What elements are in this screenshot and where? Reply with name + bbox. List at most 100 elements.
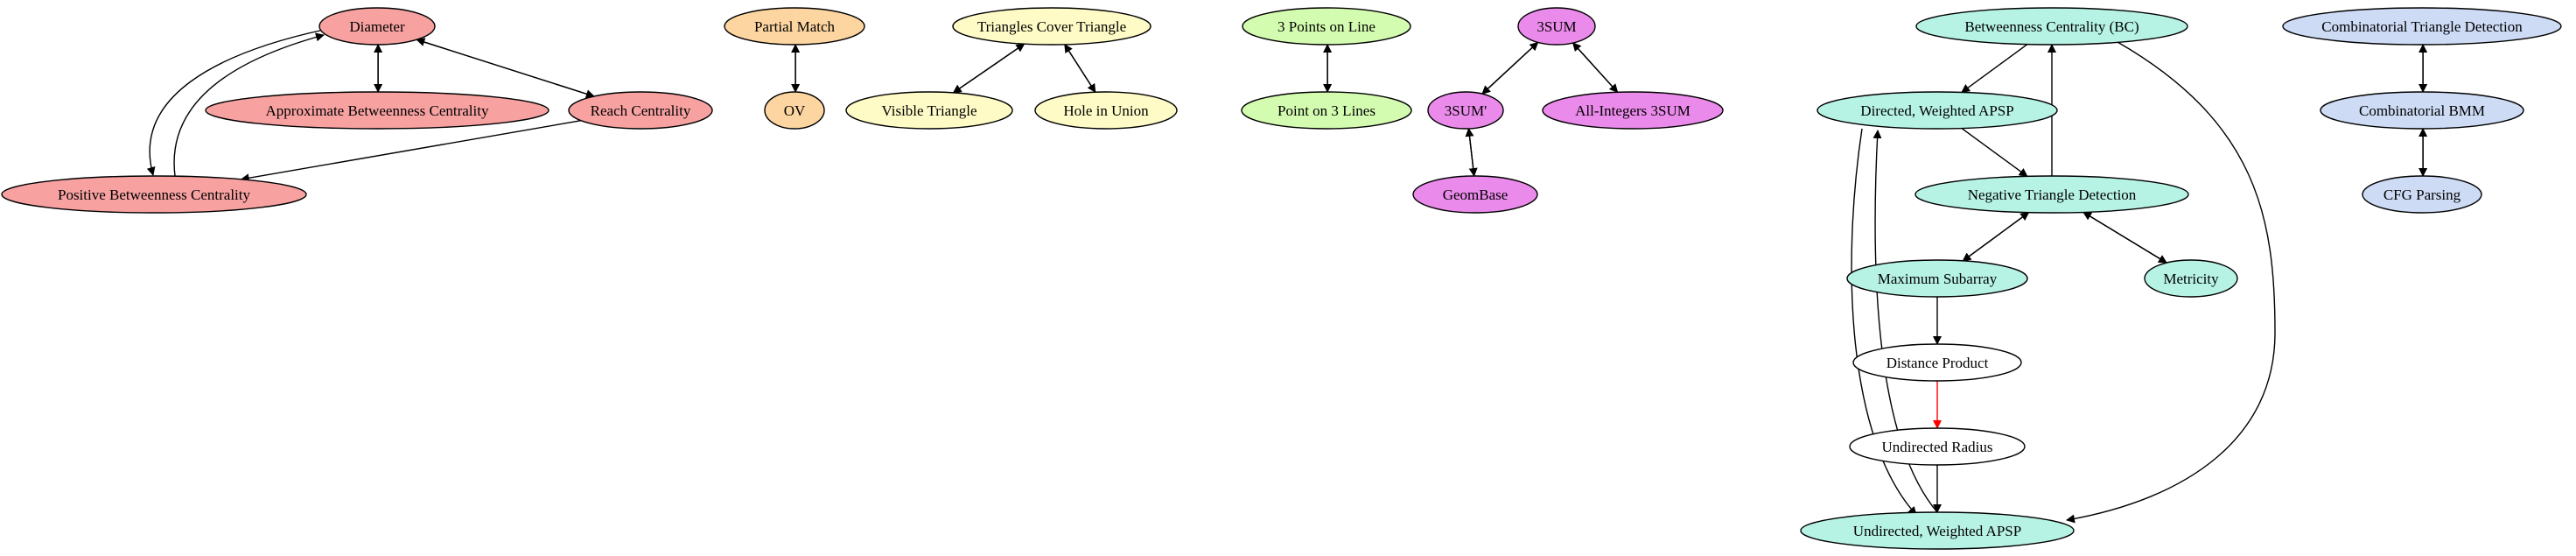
- node-shape: [2282, 7, 2562, 46]
- node-shape: [1, 175, 307, 214]
- node-pts-line: 3 Points on Line: [1242, 7, 1411, 46]
- node-shape: [1849, 427, 2026, 466]
- node-ov: OV: [764, 91, 825, 130]
- node-label: GeomBase: [1443, 187, 1508, 203]
- node-shape: [1242, 7, 1411, 46]
- node-pt-lines: Point on 3 Lines: [1241, 91, 1412, 130]
- node-cfg: CFG Parsing: [2362, 175, 2482, 214]
- node-label: All-Integers 3SUM: [1575, 102, 1690, 119]
- node-label: Undirected Radius: [1882, 439, 1993, 455]
- node-label: Triangles Cover Triangle: [977, 18, 1126, 35]
- edge-path: [2066, 41, 2276, 524]
- edge-path: [2082, 211, 2167, 264]
- edge-undir-apsp-to-dir-apsp: [1872, 130, 1938, 513]
- node-undir-radius: Undirected Radius: [1849, 427, 2026, 466]
- node-shape: [724, 7, 865, 46]
- node-shape: [2144, 259, 2238, 298]
- node-label: CFG Parsing: [2384, 187, 2461, 203]
- node-shape: [1846, 259, 2028, 298]
- edge-metricity-to-neg-tri: [2082, 211, 2167, 264]
- node-sum3: 3SUM: [1517, 7, 1596, 46]
- node-label: Point on 3 Lines: [1278, 102, 1376, 119]
- node-geombase: GeomBase: [1412, 175, 1538, 214]
- node-diameter: Diameter: [318, 7, 436, 46]
- node-shape: [318, 7, 436, 46]
- node-label: Partial Match: [754, 18, 836, 35]
- edge-path: [1961, 44, 2028, 93]
- node-label: 3 Points on Line: [1278, 18, 1376, 35]
- edge-path: [1851, 128, 1917, 516]
- edge-tri-cover-to-visible-tri: [952, 43, 1025, 94]
- edge-dir-apsp-to-neg-tri: [1961, 128, 2028, 177]
- node-max-sub: Maximum Subarray: [1846, 259, 2028, 298]
- node-shape: [1241, 91, 1412, 130]
- node-label: Combinatorial BMM: [2359, 102, 2485, 119]
- node-bc: Betweenness Centrality (BC): [1915, 7, 2188, 46]
- node-label: Undirected, Weighted APSP: [1853, 523, 2021, 539]
- node-label: Negative Triangle Detection: [1968, 187, 2137, 203]
- edge-path: [240, 120, 582, 183]
- edge-path: [1572, 42, 1619, 93]
- node-label: 3SUM': [1445, 102, 1487, 119]
- node-shape: [1852, 343, 2022, 382]
- node-label: Visible Triangle: [881, 102, 976, 119]
- node-pos-bc: Positive Betweenness Centrality: [1, 175, 307, 214]
- node-undir-apsp: Undirected, Weighted APSP: [1800, 511, 2075, 550]
- node-shape: [952, 7, 1152, 46]
- node-shape: [2362, 175, 2482, 214]
- node-shape: [1427, 91, 1504, 130]
- node-shape: [764, 91, 825, 130]
- node-label: Distance Product: [1886, 355, 1989, 371]
- edge-allint-to-sum3: [1572, 42, 1619, 93]
- node-hole-union: Hole in Union: [1034, 91, 1178, 130]
- node-label: Positive Betweenness Centrality: [58, 187, 251, 203]
- node-metricity: Metricity: [2144, 259, 2238, 298]
- edge-max-sub-to-neg-tri: [1962, 212, 2030, 262]
- node-label: OV: [784, 102, 806, 119]
- edge-reach-to-diameter: [416, 38, 595, 97]
- edge-hole-union-to-tri-cover: [1064, 43, 1096, 93]
- edge-path: [952, 43, 1025, 94]
- edge-path: [1872, 130, 1938, 513]
- edge-pos-bc-to-diameter: [173, 32, 325, 177]
- node-shape: [205, 91, 550, 130]
- node-comb-tri: Combinatorial Triangle Detection: [2282, 7, 2562, 46]
- edge-path: [146, 29, 325, 176]
- node-shape: [1542, 91, 1724, 130]
- node-label: Betweenness Centrality (BC): [1964, 18, 2138, 35]
- node-shape: [568, 91, 713, 130]
- edge-diameter-to-pos-bc: [146, 29, 325, 176]
- node-tri-cover: Triangles Cover Triangle: [952, 7, 1152, 46]
- node-shape: [1915, 7, 2188, 46]
- edge-path: [1465, 127, 1475, 177]
- node-label: Hole in Union: [1063, 102, 1149, 119]
- edge-sum3p-to-sum3: [1481, 41, 1539, 95]
- node-dist-prod: Distance Product: [1852, 343, 2022, 382]
- node-approx-bc: Approximate Betweenness Centrality: [205, 91, 550, 130]
- node-sum3p: 3SUM': [1427, 91, 1504, 130]
- node-label: Directed, Weighted APSP: [1860, 102, 2013, 119]
- node-label: Maximum Subarray: [1878, 271, 1998, 287]
- node-allint: All-Integers 3SUM: [1542, 91, 1724, 130]
- edge-path: [1962, 212, 2030, 262]
- edge-path: [416, 38, 595, 97]
- node-shape: [1517, 7, 1596, 46]
- node-label: Reach Centrality: [591, 102, 691, 119]
- node-shape: [845, 91, 1013, 130]
- node-shape: [2320, 91, 2524, 130]
- edge-path: [1481, 41, 1539, 95]
- edge-geombase-to-sum3p: [1465, 127, 1475, 177]
- node-comb-bmm: Combinatorial BMM: [2320, 91, 2524, 130]
- edges-layer: [146, 29, 2428, 524]
- node-label: Approximate Betweenness Centrality: [266, 102, 489, 119]
- edge-bc-to-undir-apsp: [2066, 41, 2276, 524]
- node-label: Metricity: [2163, 271, 2219, 287]
- node-shape: [1800, 511, 2075, 550]
- node-dir-apsp: Directed, Weighted APSP: [1816, 91, 2058, 130]
- node-reach: Reach Centrality: [568, 91, 713, 130]
- node-shape: [1412, 175, 1538, 214]
- node-shape: [1816, 91, 2058, 130]
- node-label: 3SUM: [1536, 18, 1576, 35]
